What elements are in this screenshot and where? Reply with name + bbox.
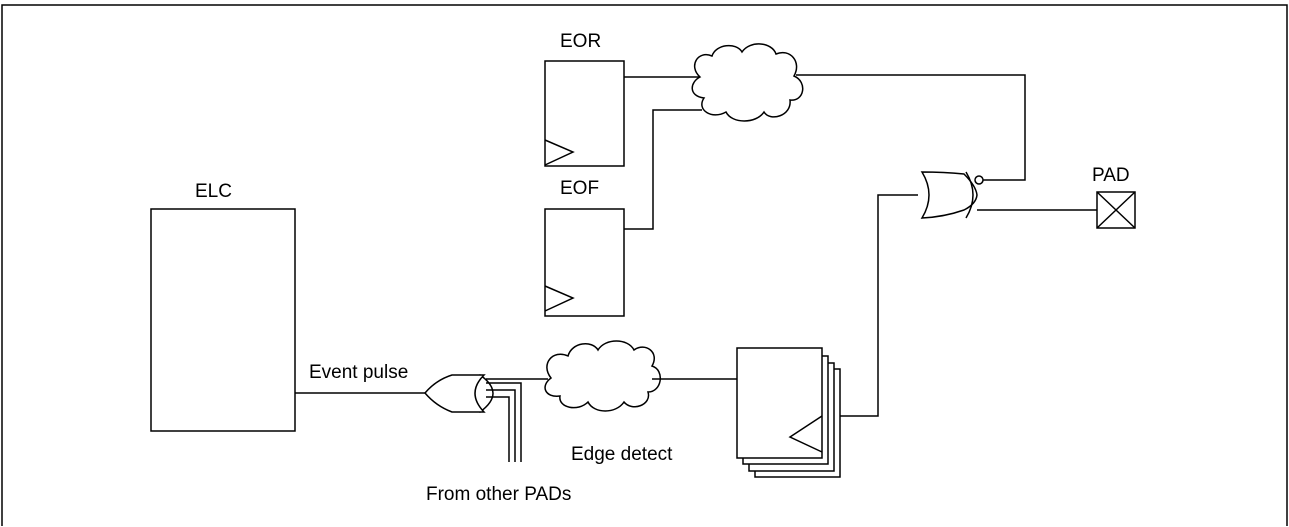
register-stack <box>736 347 841 478</box>
elc-label: ELC <box>195 181 232 202</box>
logic-cloud <box>691 43 804 122</box>
elc-block <box>150 208 296 432</box>
outer-frame <box>1 4 1288 526</box>
pad-icon <box>1096 191 1136 229</box>
eof-to-cloud-wire <box>624 109 702 230</box>
event-pulse-label: Event pulse <box>309 362 408 383</box>
eof-register <box>544 208 625 317</box>
pad-label: PAD <box>1092 165 1130 186</box>
edge-detect-cloud <box>544 340 661 412</box>
from-other-pads-label: From other PADs <box>426 484 571 505</box>
or-gate-merge <box>424 374 494 413</box>
eor-label: EOR <box>560 31 601 52</box>
cloud-to-xor-wire <box>796 74 1026 181</box>
eor-register <box>544 60 625 167</box>
inverter-bubble-icon <box>974 175 984 185</box>
other-pads-wires <box>486 382 522 462</box>
eof-label: EOF <box>560 178 599 199</box>
xor-gate <box>920 171 984 219</box>
edge-detect-label: Edge detect <box>571 444 673 465</box>
eof-clock-icon <box>544 285 575 312</box>
register-to-xor-wire <box>840 194 918 417</box>
eor-clock-icon <box>544 139 575 166</box>
